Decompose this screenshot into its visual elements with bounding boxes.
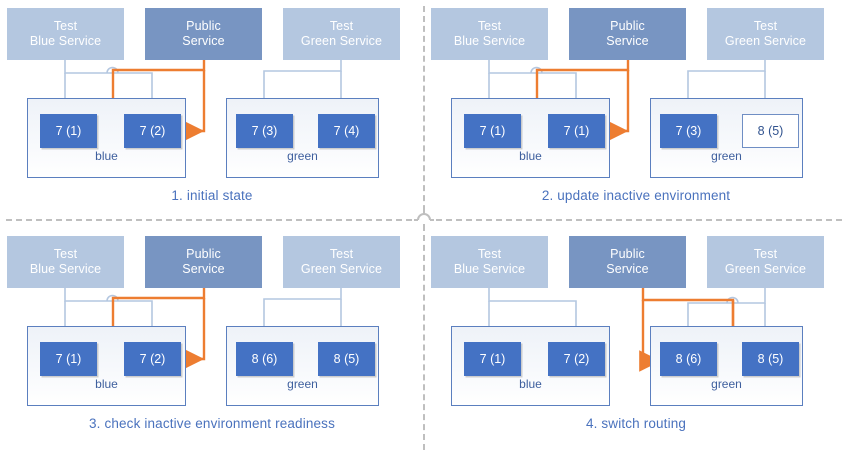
instance-node: 7 (4) <box>318 114 375 148</box>
service-test-blue: Test Blue Service <box>7 236 124 288</box>
service-public: Public Service <box>145 8 262 60</box>
service-label-line1: Test <box>753 247 778 261</box>
instance-node: 7 (3) <box>660 114 717 148</box>
panel-caption: 1. initial state <box>171 188 253 203</box>
panel-caption: 4. switch routing <box>585 416 687 431</box>
service-label-line1: Test <box>53 247 78 261</box>
service-label-line2: Blue Service <box>29 34 102 48</box>
service-label-line2: Blue Service <box>453 34 526 48</box>
service-public: Public Service <box>145 236 262 288</box>
service-test-green: Test Green Service <box>283 236 400 288</box>
service-test-blue: Test Blue Service <box>431 8 548 60</box>
service-test-blue: Test Blue Service <box>7 8 124 60</box>
panel-initial-state: Test Blue Service Public Service Test Gr… <box>0 0 424 228</box>
environment-label-blue: blue <box>95 149 118 163</box>
instance-node: 7 (2) <box>124 342 181 376</box>
service-test-green: Test Green Service <box>283 8 400 60</box>
environment-label-green: green <box>711 149 742 163</box>
service-label-line1: Test <box>329 19 354 33</box>
service-public: Public Service <box>569 8 686 60</box>
panel-switch-routing: Test Blue Service Public Service Test Gr… <box>424 228 848 456</box>
instance-node: 7 (2) <box>124 114 181 148</box>
service-label-line1: Test <box>477 19 502 33</box>
service-test-blue: Test Blue Service <box>431 236 548 288</box>
instance-node: 8 (5) <box>742 342 799 376</box>
service-label-line2: Green Service <box>300 34 383 48</box>
service-label-line2: Green Service <box>300 262 383 276</box>
service-label-line1: Test <box>329 247 354 261</box>
service-label-line1: Public <box>186 19 221 33</box>
panel-check-inactive-environment-readiness: Test Blue Service Public Service Test Gr… <box>0 228 424 456</box>
instance-node: 8 (6) <box>236 342 293 376</box>
instance-node: 8 (6) <box>660 342 717 376</box>
instance-node: 8 (5) <box>318 342 375 376</box>
service-label-line1: Public <box>186 247 221 261</box>
service-label-line2: Service <box>182 34 225 48</box>
service-test-green: Test Green Service <box>707 236 824 288</box>
service-label-line2: Green Service <box>724 34 807 48</box>
service-test-green: Test Green Service <box>707 8 824 60</box>
panel-update-inactive-environment: Test Blue Service Public Service Test Gr… <box>424 0 848 228</box>
environment-label-blue: blue <box>519 377 542 391</box>
instance-node: 7 (1) <box>548 114 605 148</box>
instance-node: 7 (1) <box>464 342 521 376</box>
service-label-line2: Service <box>182 262 225 276</box>
service-label-line2: Green Service <box>724 262 807 276</box>
environment-label-green: green <box>287 377 318 391</box>
panel-caption: 3. check inactive environment readiness <box>89 416 335 431</box>
environment-label-blue: blue <box>95 377 118 391</box>
environment-label-blue: blue <box>519 149 542 163</box>
instance-node: 7 (3) <box>236 114 293 148</box>
service-label-line1: Test <box>753 19 778 33</box>
instance-node: 7 (1) <box>40 114 97 148</box>
service-label-line2: Service <box>606 34 649 48</box>
instance-node: 7 (2) <box>548 342 605 376</box>
divider-jump-arc <box>414 210 434 230</box>
service-label-line1: Test <box>477 247 502 261</box>
service-label-line1: Test <box>53 19 78 33</box>
service-label-line2: Service <box>606 262 649 276</box>
instance-node: 7 (1) <box>464 114 521 148</box>
service-public: Public Service <box>569 236 686 288</box>
panel-caption: 2. update inactive environment <box>541 188 731 203</box>
environment-label-green: green <box>711 377 742 391</box>
instance-node: 7 (1) <box>40 342 97 376</box>
service-label-line1: Public <box>610 19 645 33</box>
service-label-line2: Blue Service <box>29 262 102 276</box>
service-label-line1: Public <box>610 247 645 261</box>
instance-node-pending: 8 (5) <box>742 114 799 148</box>
service-label-line2: Blue Service <box>453 262 526 276</box>
environment-label-green: green <box>287 149 318 163</box>
